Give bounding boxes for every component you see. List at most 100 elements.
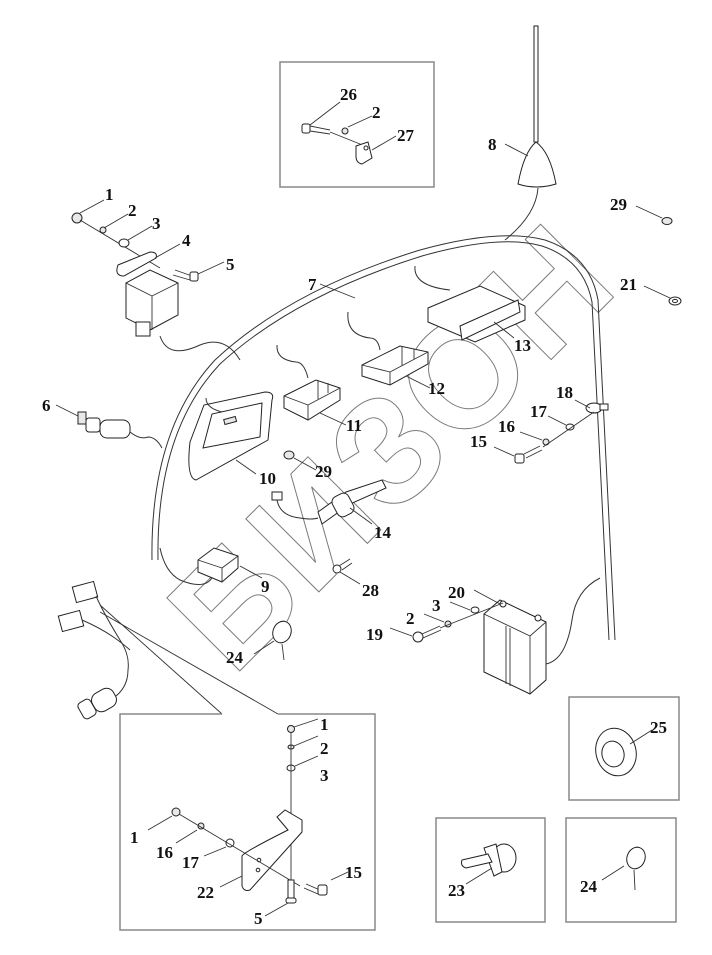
inset-grommet: 25 [568, 696, 680, 801]
clip-27-icon [355, 141, 373, 165]
callout-20: 20 [448, 583, 465, 602]
washer-3-icon [118, 238, 130, 248]
antenna-rod-icon [533, 25, 539, 143]
nut-1-icon [171, 807, 181, 817]
callout-10: 10 [259, 469, 276, 488]
nut-29-icon [283, 450, 295, 460]
callout-16: 16 [156, 843, 173, 862]
callout-1-left: 1 [130, 828, 139, 847]
callout-2: 2 [406, 609, 415, 628]
bolt-26-icon [301, 123, 331, 135]
callout-11: 11 [346, 416, 362, 435]
bolt-15-icon [514, 445, 543, 464]
ignition-switch: 6 [42, 396, 163, 449]
switch-block-11: 11 [276, 344, 362, 435]
washer-17-icon [565, 423, 575, 431]
harness-clamp: 18 17 16 15 [470, 383, 609, 464]
loose-parts: 29 21 [610, 195, 682, 306]
tie-24-icon [272, 620, 292, 644]
callout-2: 2 [372, 103, 381, 122]
switch-block-12: 12 [347, 311, 445, 398]
callout-13: 13 [514, 336, 531, 355]
callout-4: 4 [182, 231, 191, 250]
callout-5: 5 [226, 255, 235, 274]
radio-body-icon [427, 285, 526, 343]
inset-clip: 23 [435, 817, 546, 923]
key-icon [77, 411, 87, 425]
callout-19: 19 [366, 625, 383, 644]
lock-cylinder-icon [99, 419, 131, 439]
buzzer-14: 14 [271, 479, 392, 542]
callout-27: 27 [397, 126, 415, 145]
callout-8: 8 [488, 135, 497, 154]
callout-28: 28 [362, 581, 379, 600]
cable-tie-24: 24 [226, 620, 292, 667]
washer-16-icon [542, 438, 550, 446]
inset-bracket: 1 2 3 1 16 17 22 15 5 [119, 713, 376, 931]
callout-2: 2 [128, 201, 137, 220]
callout-6: 6 [42, 396, 51, 415]
radio-13: 13 [414, 265, 531, 355]
inset-frame [568, 696, 680, 801]
washer-2-icon [341, 127, 349, 135]
switch-9-icon [197, 547, 239, 583]
callout-1-top: 1 [320, 715, 329, 734]
callout-24-inset: 24 [580, 877, 598, 896]
relay-assembly: 1 2 3 4 5 [71, 185, 241, 361]
callout-29-dash: 29 [315, 462, 332, 481]
washer-2-icon [99, 226, 107, 234]
clip-23-icon [461, 843, 517, 877]
display-panel: 10 [188, 391, 276, 488]
harness-connectors [57, 580, 279, 720]
fuse-box: 20 3 2 19 [366, 577, 601, 695]
bolt-5-icon [172, 269, 199, 282]
callout-1: 1 [105, 185, 114, 204]
wiring-harness: 7 [151, 235, 616, 641]
callout-18: 18 [556, 383, 573, 402]
callout-25: 25 [650, 718, 667, 737]
relay-icon [125, 269, 179, 337]
inset-frame [565, 817, 677, 923]
inset-frame [435, 817, 546, 923]
bracket-22-icon [241, 809, 303, 891]
round-connector-icon [77, 687, 117, 720]
bolt-15-icon [303, 883, 328, 896]
washer-3-icon [470, 606, 480, 614]
washer-17-icon [225, 838, 235, 848]
antenna-base-icon [517, 141, 557, 188]
callout-26: 26 [340, 85, 357, 104]
callout-15: 15 [345, 863, 362, 882]
callout-24: 24 [226, 648, 244, 667]
callout-5: 5 [254, 909, 263, 928]
callout-15: 15 [470, 432, 487, 451]
bracket-4-icon [116, 251, 157, 277]
callout-3: 3 [152, 214, 161, 233]
nut-1-icon [71, 212, 83, 224]
connector-b-icon [57, 609, 85, 633]
nut-29-icon [661, 217, 673, 225]
fusebox-20-icon [483, 599, 547, 695]
bolt-5-icon [285, 879, 297, 904]
callout-21: 21 [620, 275, 637, 294]
rocker-switch-9: 9 [159, 547, 270, 596]
callout-17: 17 [182, 853, 200, 872]
callout-23: 23 [448, 881, 465, 900]
callout-14: 14 [374, 523, 392, 542]
callout-2: 2 [320, 739, 329, 758]
inset-bolt-clip: 26 2 27 [279, 61, 435, 188]
connector-a-icon [71, 580, 99, 604]
callout-7: 7 [308, 275, 317, 294]
switch-11-icon [283, 379, 341, 421]
screw-28-icon [332, 564, 342, 574]
callout-16: 16 [498, 417, 515, 436]
tie-24-icon [626, 846, 646, 870]
nut-29-dash: 29 [283, 450, 332, 481]
radio-faceplate-icon [459, 299, 521, 341]
switch-12-icon [361, 345, 429, 386]
screw-28: 28 [332, 558, 379, 600]
callout-12: 12 [428, 379, 445, 398]
callout-9: 9 [261, 577, 270, 596]
inset-frame [279, 61, 435, 188]
inset-tie: 24 [565, 817, 677, 923]
